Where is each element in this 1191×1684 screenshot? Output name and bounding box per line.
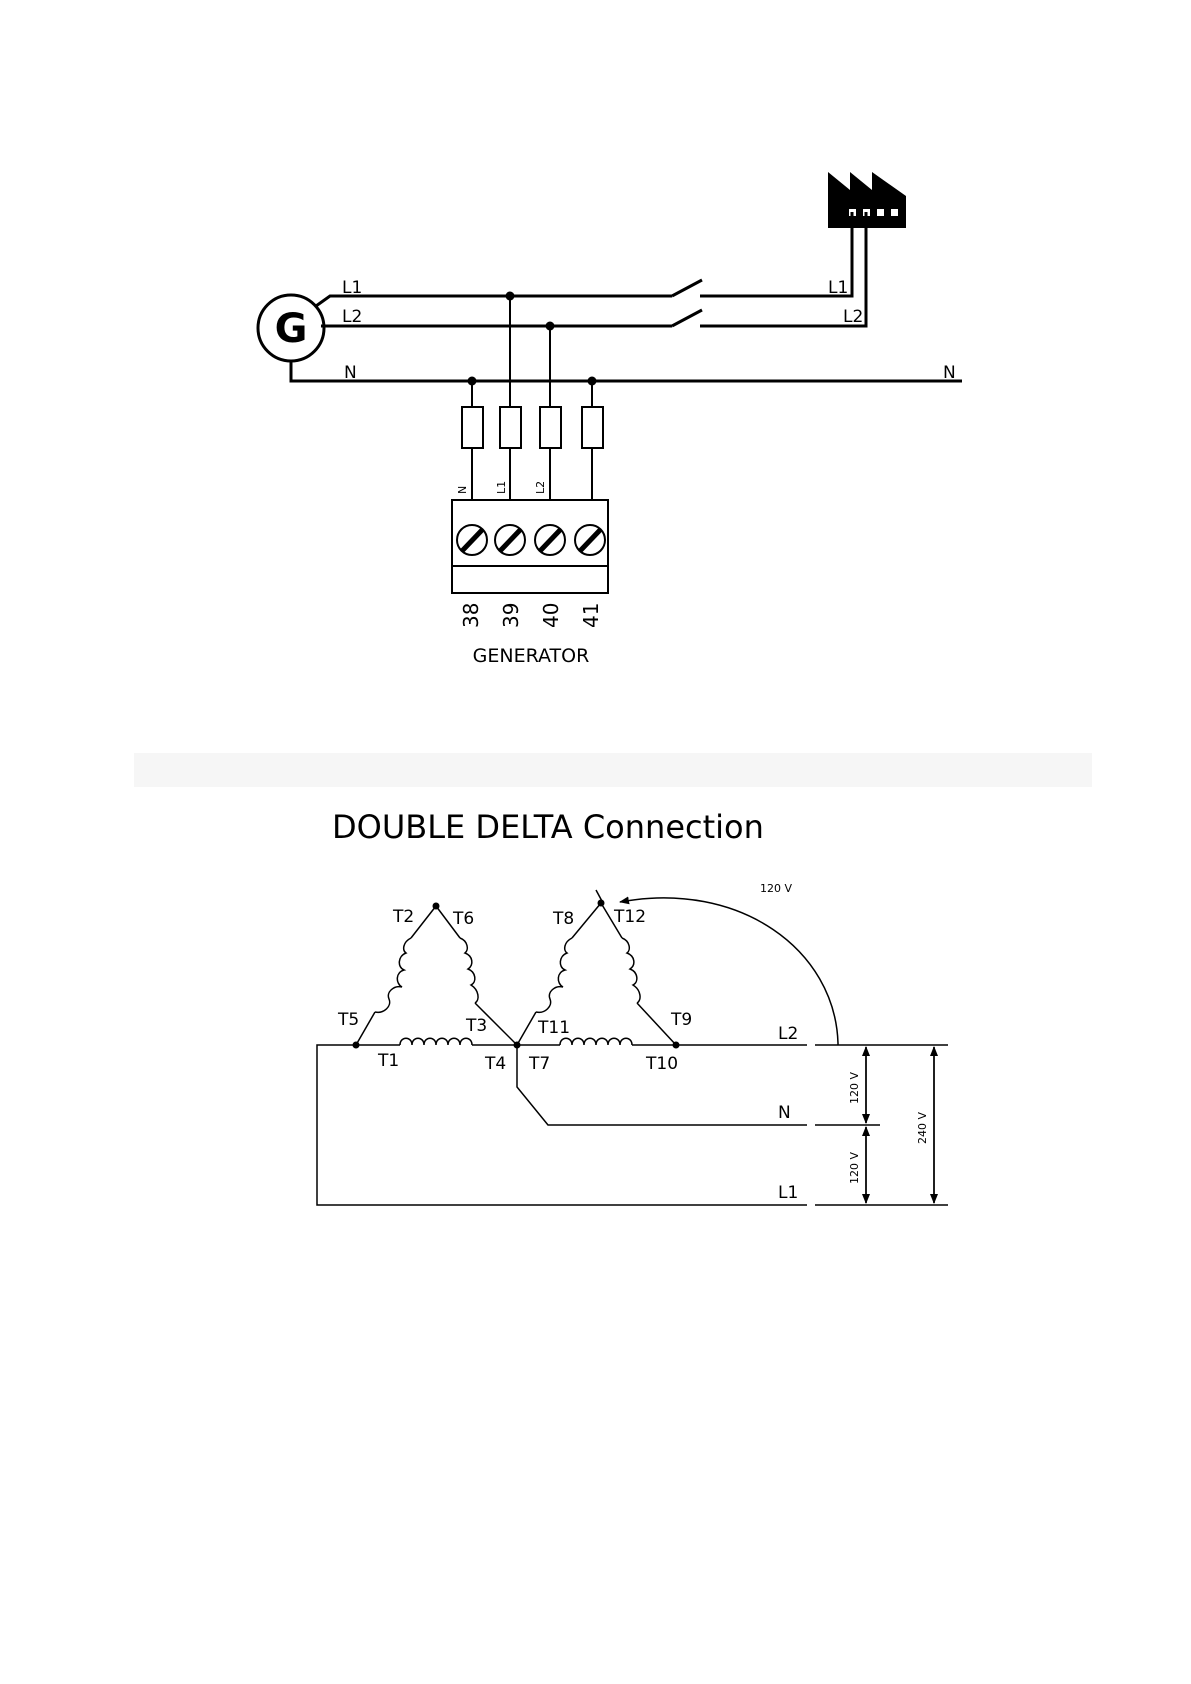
label-t6: T6 [452, 909, 474, 929]
l2-load-line [700, 228, 866, 326]
label-t8: T8 [552, 909, 574, 929]
module-label: GENERATOR [473, 645, 590, 667]
terminal-number: 41 [579, 603, 603, 628]
screw-terminal [575, 525, 605, 555]
label-t5: T5 [337, 1010, 359, 1030]
label-t2: T2 [392, 907, 414, 927]
generator-letter: G [275, 306, 308, 352]
fuse [500, 407, 521, 448]
screw-terminal [495, 525, 525, 555]
gen-n-label: N [344, 363, 357, 383]
wire-label-n: N [456, 486, 469, 494]
voltage-lower-label: 120 V [848, 1152, 861, 1184]
label-t12: T12 [613, 907, 646, 927]
label-t7: T7 [528, 1054, 550, 1074]
output-n-label: N [778, 1103, 791, 1123]
l1-line [316, 296, 672, 306]
output-l2-label: L2 [778, 1024, 798, 1044]
gen-l2-label: L2 [342, 307, 362, 327]
fuse [540, 407, 561, 448]
terminal-block [452, 500, 608, 593]
label-t4: T4 [484, 1054, 506, 1074]
voltage-total-label: 240 V [916, 1112, 929, 1144]
l1-switch [672, 280, 702, 296]
voltage-arc-label: 120 V [760, 882, 792, 895]
junction-dots [468, 292, 597, 386]
screw-terminal [457, 525, 487, 555]
generator-wiring [258, 228, 962, 381]
output-l1-label: L1 [778, 1183, 798, 1203]
label-t9: T9 [670, 1010, 692, 1030]
wire-label-l2: L2 [534, 481, 547, 494]
load-l2-label: L2 [843, 307, 863, 327]
section-divider [134, 753, 1092, 787]
section-title: DOUBLE DELTA Connection [332, 808, 764, 846]
wire-label-l1: L1 [495, 481, 508, 494]
gen-l1-label: L1 [342, 278, 362, 298]
terminal-number: 38 [459, 603, 483, 628]
label-t3: T3 [465, 1016, 487, 1036]
load-l1-label: L1 [828, 278, 848, 298]
fuse [582, 407, 603, 448]
label-t1: T1 [377, 1051, 399, 1071]
screw-terminal [535, 525, 565, 555]
fuses [462, 407, 603, 448]
load-n-label: N [943, 363, 956, 383]
label-t11: T11 [537, 1018, 570, 1038]
fuse [462, 407, 483, 448]
l2-switch [672, 310, 702, 326]
neutral-line [291, 361, 962, 381]
voltage-upper-label: 120 V [848, 1072, 861, 1104]
terminal-number: 39 [499, 603, 523, 628]
terminal-number: 40 [539, 603, 563, 628]
label-t10: T10 [645, 1054, 678, 1074]
